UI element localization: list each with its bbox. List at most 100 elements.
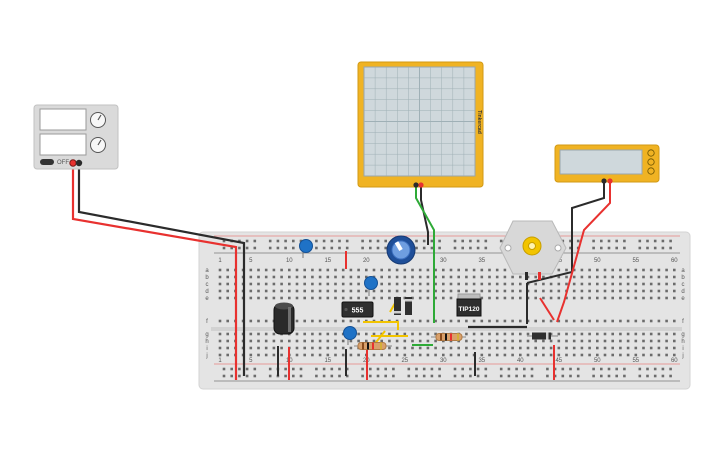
breadboard-hole[interactable] — [534, 319, 537, 323]
breadboard-hole[interactable] — [403, 282, 407, 286]
breadboard-hole[interactable] — [272, 346, 276, 350]
breadboard-rail-hole[interactable] — [461, 246, 464, 250]
breadboard-rail-hole[interactable] — [369, 246, 372, 250]
breadboard-rail-hole[interactable] — [292, 367, 295, 371]
breadboard-hole[interactable] — [264, 289, 268, 293]
breadboard-hole[interactable] — [572, 289, 576, 293]
breadboard-hole[interactable] — [557, 275, 561, 279]
breadboard-hole[interactable] — [411, 296, 414, 300]
breadboard-hole[interactable] — [588, 353, 591, 357]
breadboard-hole[interactable] — [603, 268, 607, 272]
breadboard-hole[interactable] — [380, 296, 383, 300]
breadboard-hole[interactable] — [388, 332, 391, 336]
breadboard-hole[interactable] — [542, 289, 545, 293]
power-supply-positive-terminal[interactable] — [69, 159, 77, 167]
breadboard-hole[interactable] — [511, 332, 514, 336]
breadboard-hole[interactable] — [642, 289, 645, 293]
breadboard-hole[interactable] — [619, 353, 622, 357]
breadboard-rail-hole[interactable] — [530, 367, 534, 371]
breadboard-hole[interactable] — [611, 346, 614, 350]
breadboard-hole[interactable] — [357, 275, 360, 279]
breadboard-hole[interactable] — [495, 332, 499, 336]
breadboard-hole[interactable] — [311, 346, 314, 350]
breadboard-rail-hole[interactable] — [499, 367, 503, 371]
breadboard-rail-hole[interactable] — [345, 367, 349, 371]
breadboard-hole[interactable] — [634, 346, 638, 350]
breadboard-hole[interactable] — [649, 289, 653, 293]
breadboard-rail-hole[interactable] — [453, 367, 457, 371]
breadboard-hole[interactable] — [264, 332, 268, 336]
breadboard-hole[interactable] — [218, 268, 222, 272]
breadboard-rail-hole[interactable] — [292, 246, 295, 250]
breadboard-hole[interactable] — [657, 346, 661, 350]
breadboard-rail-hole[interactable] — [484, 374, 488, 378]
breadboard-hole[interactable] — [611, 289, 614, 293]
breadboard-hole[interactable] — [519, 346, 522, 350]
breadboard-hole[interactable] — [534, 296, 537, 300]
breadboard-hole[interactable] — [434, 268, 437, 272]
breadboard-hole[interactable] — [673, 346, 676, 350]
breadboard-rail-hole[interactable] — [322, 246, 326, 250]
breadboard-rail-hole[interactable] — [430, 246, 434, 250]
breadboard-hole[interactable] — [603, 282, 607, 286]
breadboard-hole[interactable] — [449, 282, 453, 286]
breadboard-hole[interactable] — [395, 275, 399, 279]
breadboard-hole[interactable] — [519, 332, 522, 336]
breadboard-hole[interactable] — [295, 339, 299, 343]
breadboard-hole[interactable] — [449, 275, 453, 279]
breadboard-hole[interactable] — [457, 289, 460, 293]
diode-vertical-1[interactable] — [394, 297, 401, 315]
tip120-transistor[interactable]: TIP120 — [456, 293, 482, 317]
breadboard-hole[interactable] — [311, 289, 314, 293]
breadboard-rail-hole[interactable] — [361, 246, 364, 250]
breadboard-hole[interactable] — [457, 346, 460, 350]
breadboard-rail-hole[interactable] — [361, 367, 364, 371]
breadboard-hole[interactable] — [634, 296, 638, 300]
breadboard-rail-hole[interactable] — [523, 374, 526, 378]
breadboard-hole[interactable] — [326, 268, 330, 272]
breadboard-rail-hole[interactable] — [322, 374, 326, 378]
breadboard-rail-hole[interactable] — [284, 367, 287, 371]
breadboard-hole[interactable] — [372, 289, 376, 293]
breadboard-rail-hole[interactable] — [453, 246, 457, 250]
breadboard-rail-hole[interactable] — [361, 239, 364, 243]
breadboard-rail-hole[interactable] — [422, 374, 426, 378]
breadboard-hole[interactable] — [334, 353, 337, 357]
breadboard-rail-hole[interactable] — [253, 239, 257, 243]
breadboard-hole[interactable] — [295, 296, 299, 300]
breadboard-hole[interactable] — [480, 282, 484, 286]
breadboard-rail-hole[interactable] — [646, 239, 649, 243]
breadboard-hole[interactable] — [418, 275, 422, 279]
breadboard-hole[interactable] — [642, 296, 645, 300]
breadboard-rail-hole[interactable] — [669, 246, 672, 250]
breadboard-rail-hole[interactable] — [268, 367, 272, 371]
breadboard-hole[interactable] — [534, 289, 537, 293]
breadboard-hole[interactable] — [588, 275, 591, 279]
breadboard-rail-hole[interactable] — [615, 367, 618, 371]
power-supply-black-wire[interactable] — [77, 167, 246, 376]
breadboard-hole[interactable] — [218, 353, 222, 357]
breadboard-hole[interactable] — [418, 282, 422, 286]
breadboard-hole[interactable] — [249, 296, 253, 300]
breadboard-hole[interactable] — [542, 353, 545, 357]
breadboard-hole[interactable] — [403, 353, 407, 357]
breadboard-hole[interactable] — [549, 332, 553, 336]
breadboard-hole[interactable] — [596, 275, 599, 279]
breadboard-hole[interactable] — [465, 268, 468, 272]
breadboard-rail-hole[interactable] — [476, 367, 480, 371]
breadboard-hole[interactable] — [388, 339, 391, 343]
breadboard-rail-hole[interactable] — [484, 246, 488, 250]
breadboard-hole[interactable] — [280, 275, 283, 279]
breadboard-rail-hole[interactable] — [469, 246, 472, 250]
breadboard-rail-hole[interactable] — [315, 367, 318, 371]
breadboard-hole[interactable] — [341, 268, 345, 272]
breadboard-hole[interactable] — [488, 353, 491, 357]
breadboard-hole[interactable] — [365, 268, 368, 272]
breadboard-rail-hole[interactable] — [384, 246, 387, 250]
breadboard-rail-hole[interactable] — [523, 367, 526, 371]
breadboard-hole[interactable] — [488, 296, 491, 300]
breadboard-hole[interactable] — [426, 296, 430, 300]
breadboard-hole[interactable] — [572, 275, 576, 279]
breadboard-hole[interactable] — [357, 289, 360, 293]
